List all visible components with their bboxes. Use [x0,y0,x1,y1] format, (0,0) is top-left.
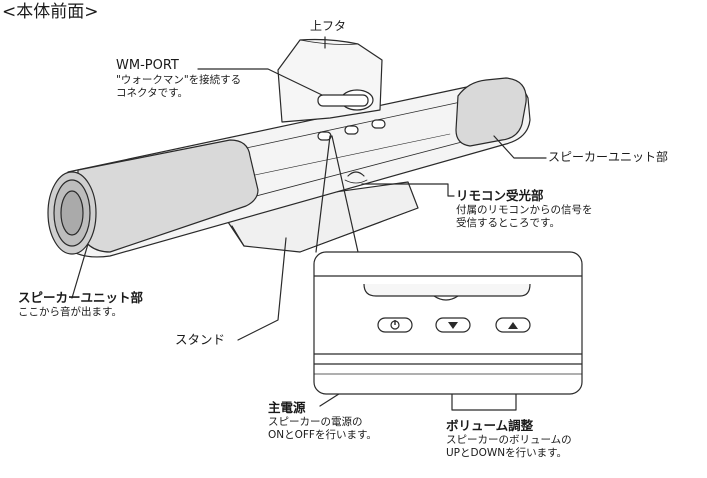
label-volume-line1: スピーカーのボリュームの [446,433,572,446]
label-remote-sensor-line2: 受信するところです。 [456,216,560,229]
label-wm-port-title: WM-PORT [116,58,179,73]
triangle-down-icon [448,322,458,329]
label-volume-line2: UPとDOWNを行います。 [446,446,568,459]
label-speaker-left: スピーカーユニット部 ここから音が出ます。 [18,290,143,319]
mini-button-3 [371,119,386,129]
speaker-left-grille [77,139,259,253]
mini-button-2 [344,125,359,135]
label-wm-port-line1: "ウォークマン"を接続する [116,74,242,87]
page-heading: <本体前面> [2,2,99,22]
leader-speaker-left [71,243,89,299]
volume-up-button[interactable] [495,317,531,333]
leader-remote [361,183,455,197]
label-remote-sensor-line1: 付属のリモコンからの信号を [456,203,593,216]
label-remote-sensor: リモコン受光部 付属のリモコンからの信号を 受信するところです。 [456,188,593,230]
label-top-lid: 上フタ [310,19,347,33]
leader-wm-port [197,68,323,96]
label-main-power-title: 主電源 [268,400,306,415]
label-speaker-left-title: スピーカーユニット部 [18,290,144,305]
label-volume: ボリューム調整 スピーカーのボリュームの UPとDOWNを行います。 [446,418,572,460]
mini-button-1 [317,131,332,141]
power-icon [390,320,400,330]
leader-speaker-right [493,135,547,159]
remote-sensor [347,171,365,177]
leader-zoom-1 [315,135,331,253]
label-main-power-line2: ONとOFFを行います。 [268,428,377,441]
label-volume-title: ボリューム調整 [446,418,534,433]
triangle-up-icon [508,322,518,329]
power-button[interactable] [377,317,413,333]
leader-stand [237,237,287,341]
label-main-power: 主電源 スピーカーの電源の ONとOFFを行います。 [268,400,377,442]
label-remote-sensor-title: リモコン受光部 [456,188,544,203]
label-speaker-left-line1: ここから音が出ます。 [18,305,122,318]
volume-down-button[interactable] [435,317,471,333]
label-wm-port: WM-PORT "ウォークマン"を接続する コネクタです。 [116,58,241,101]
leader-zoom-2 [331,135,359,253]
label-main-power-line1: スピーカーの電源の [268,415,363,428]
label-wm-port-line2: コネクタです。 [116,87,189,100]
label-stand: スタンド [175,332,226,347]
speaker-right-grille [455,77,527,147]
label-speaker-right: スピーカーユニット部 [548,150,669,164]
